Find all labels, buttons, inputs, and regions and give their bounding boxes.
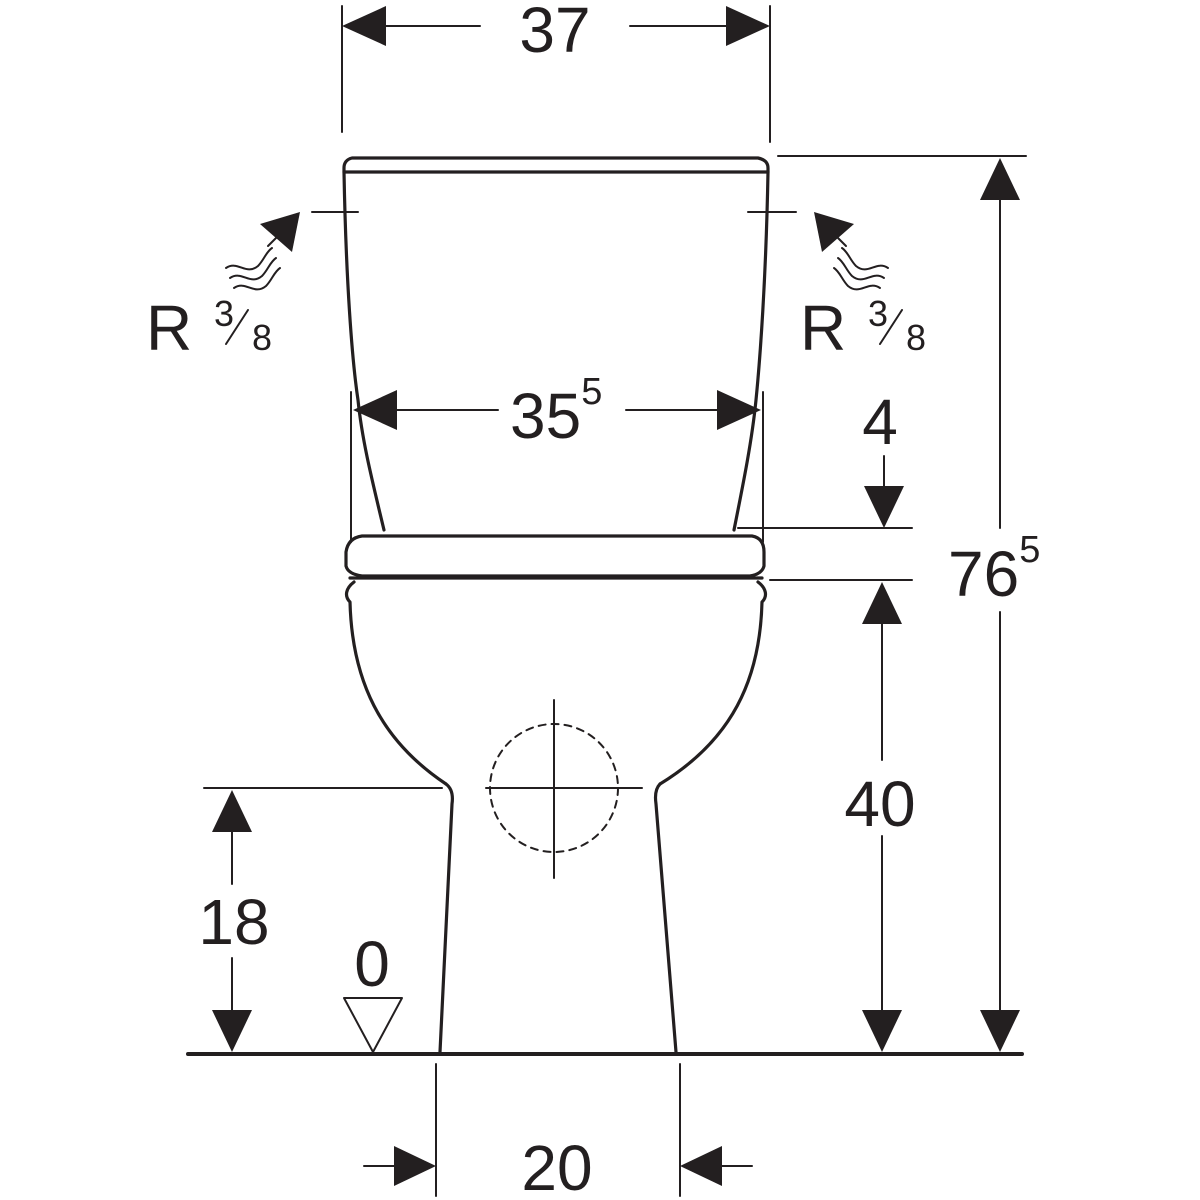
water-inlet-arrow-icon	[260, 212, 300, 252]
floor-reference-label: 0	[354, 928, 390, 1000]
arrowhead	[212, 790, 252, 832]
dimension-outlet-height: 18	[198, 787, 443, 1052]
arrowhead	[717, 390, 761, 430]
dim-label-outlet-height: 18	[198, 886, 269, 958]
seat-lid	[344, 534, 766, 578]
water-inlet-right: R 3 8	[747, 211, 926, 364]
dim-label-seat-height: 40	[844, 768, 915, 840]
pedestal	[438, 782, 678, 1054]
bowl-outline	[344, 580, 768, 786]
water-wave-icon	[833, 267, 881, 291]
inlet-fraction-den: 8	[252, 317, 272, 358]
dimension-tank-width: 355	[350, 371, 764, 543]
inlet-label-letter: R	[800, 292, 846, 364]
inlet-fraction-den: 8	[906, 317, 926, 358]
floor-reference-marker: 0	[343, 928, 403, 1053]
arrowhead	[726, 6, 770, 46]
water-wave-icon	[837, 257, 885, 281]
dimension-top-width: 37	[341, 0, 771, 143]
arrowhead	[862, 1010, 902, 1052]
arrowhead	[980, 158, 1020, 200]
water-wave-icon	[233, 267, 281, 291]
fraction-bar	[225, 309, 249, 345]
inlet-fraction-num: 3	[214, 293, 234, 334]
dim-label-total-height: 765	[948, 529, 1040, 610]
dim-label-top-width: 37	[519, 0, 590, 66]
water-wave-icon	[225, 247, 273, 271]
arrowhead	[212, 1010, 252, 1052]
arrowhead	[342, 6, 386, 46]
cistern-body	[342, 170, 770, 532]
water-inlet-left: R 3 8	[146, 211, 359, 364]
dim-label-base-width: 20	[521, 1132, 592, 1200]
water-wave-icon	[841, 247, 889, 271]
dimension-base-width: 20	[363, 1063, 753, 1200]
dimension-seat-height: 40	[769, 579, 916, 1052]
arrowhead	[394, 1146, 436, 1186]
arrowhead	[353, 390, 397, 430]
dim-label-seat-gap: 4	[862, 386, 898, 458]
dimension-seat-gap: 4	[737, 386, 913, 529]
arrowhead	[680, 1146, 722, 1186]
water-inlet-arrow-icon	[814, 212, 854, 252]
arrowhead	[862, 582, 902, 624]
toilet-outline	[342, 156, 770, 1054]
level-triangle	[343, 997, 403, 1053]
cistern-lid	[342, 156, 770, 174]
arrowhead	[980, 1010, 1020, 1052]
inlet-fraction-num: 3	[868, 293, 888, 334]
arrowhead	[864, 486, 904, 528]
dim-label-tank-width: 355	[510, 371, 602, 452]
water-wave-icon	[229, 257, 277, 281]
fraction-bar	[879, 309, 903, 345]
inlet-label-letter: R	[146, 292, 192, 364]
dimension-total-height: 765	[777, 155, 1040, 1052]
